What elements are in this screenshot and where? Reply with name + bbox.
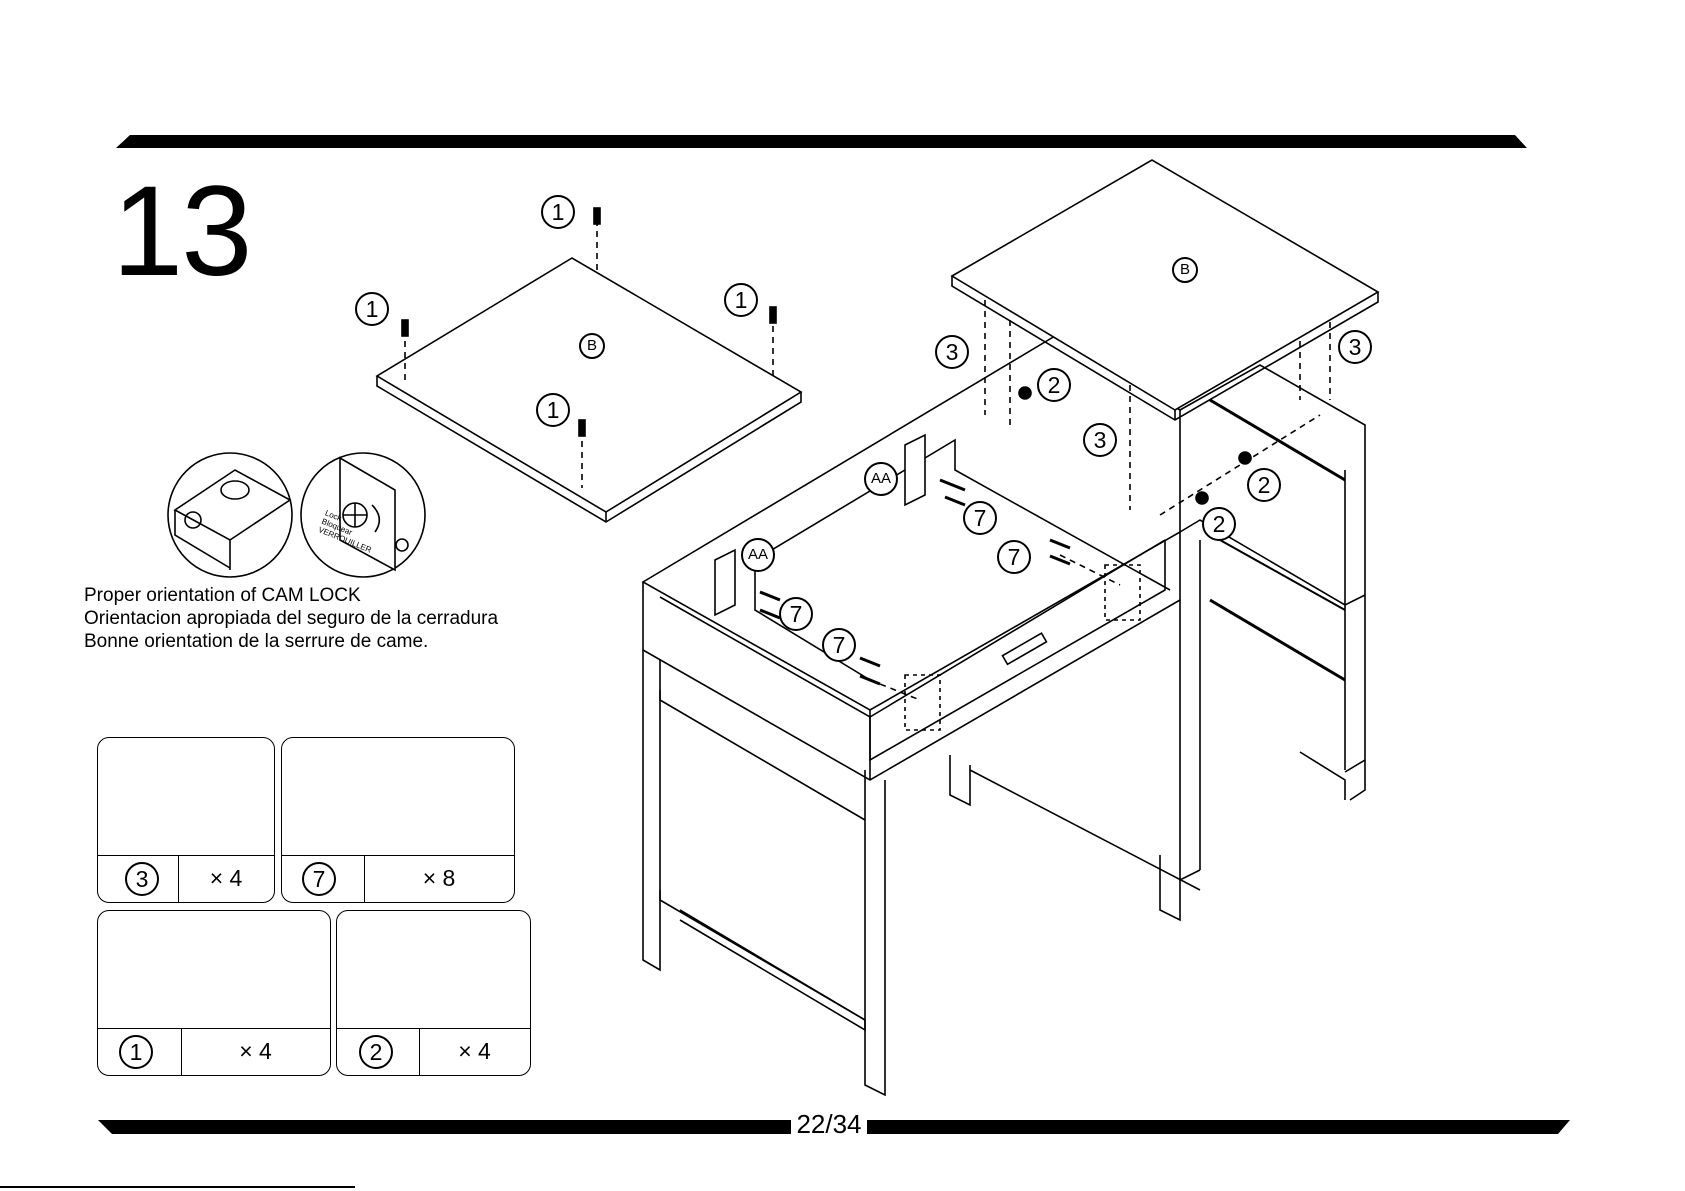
label-b-loose: B [579,333,605,359]
label-aa-1: AA [864,462,898,496]
part-qty: × 4 [181,1029,330,1075]
cam-bolt-icon [770,307,776,323]
callout-2: 2 [1037,368,1071,402]
loose-panel-b [377,208,801,522]
part-box-cam-bolt: 1 × 4 [97,910,331,1076]
callout-1: 1 [541,195,575,229]
callout-7: 7 [963,501,997,535]
part-qty: × 8 [364,856,514,902]
callout-7: 7 [779,597,813,631]
cam-lock-icon [1019,387,1031,399]
page-number: 22/34 [791,1108,867,1140]
cam-bolt-icon [402,320,408,336]
part-id: 3 [125,862,159,896]
part-box-dowel: 3 × 4 [97,737,275,903]
callout-1: 1 [724,283,758,317]
cam-lock-detail [168,453,425,577]
cam-bolt-icon [594,208,600,224]
callout-3: 3 [1083,423,1117,457]
part-box-screw: 7 × 8 [281,737,515,903]
label-b-top: B [1172,257,1198,283]
callout-3: 3 [1338,330,1372,364]
part-id: 7 [302,862,336,896]
caption-fr: Bonne orientation de la serrure de came. [84,630,498,653]
callout-7: 7 [997,540,1031,574]
caption-en: Proper orientation of CAM LOCK [84,584,498,607]
part-box-cam-lock: 2 × 4 [336,910,531,1076]
callout-2: 2 [1202,507,1236,541]
callout-1: 1 [355,292,389,326]
part-qty: × 4 [178,856,274,902]
callout-3: 3 [935,335,969,369]
cam-lock-icon [1239,452,1251,464]
cam-bolt-icon [579,420,585,436]
part-id: 2 [359,1035,393,1069]
caption-es: Orientacion apropiada del seguro de la c… [84,607,498,630]
cam-lock-caption: Proper orientation of CAM LOCK Orientaci… [84,584,498,653]
label-aa-2: AA [741,538,775,572]
part-id: 1 [119,1035,153,1069]
cam-lock-icon [1196,492,1208,504]
callout-1: 1 [536,393,570,427]
callout-7: 7 [822,628,856,662]
part-qty: × 4 [419,1029,530,1075]
callout-2: 2 [1247,468,1281,502]
